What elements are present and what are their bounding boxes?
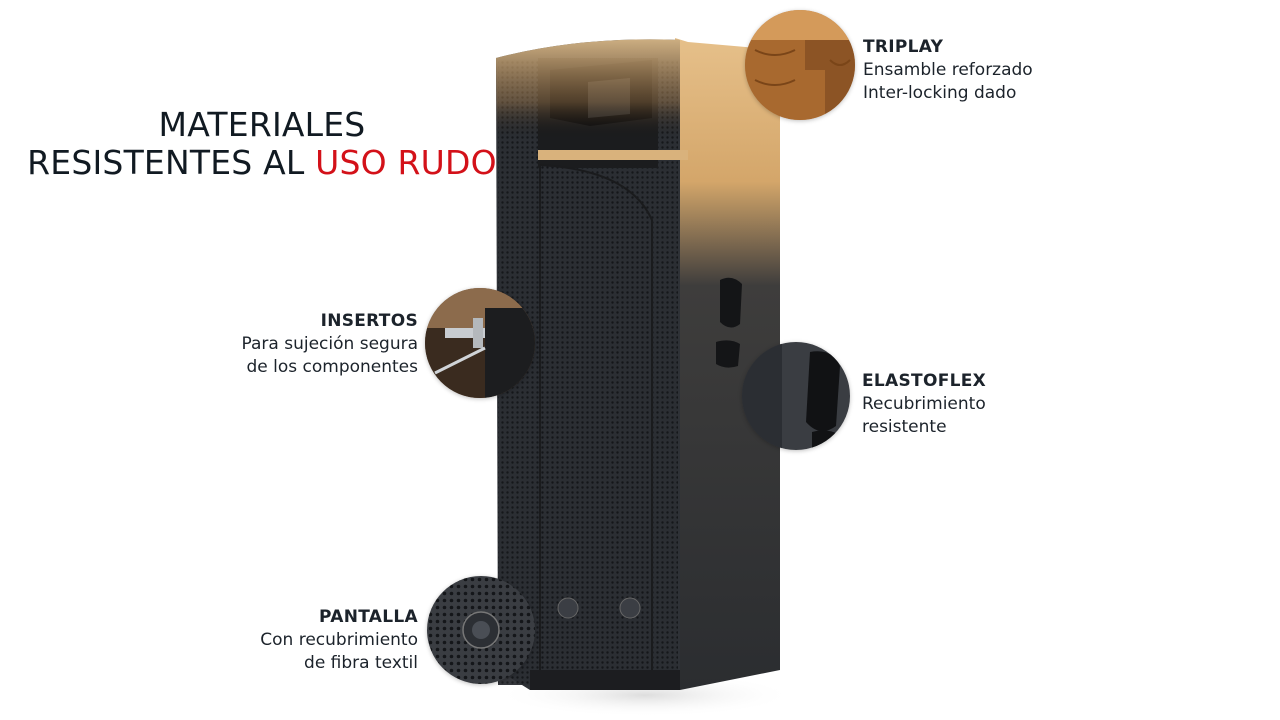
headline-line-2: RESISTENTES AL USO RUDO xyxy=(20,144,504,182)
callout-line: de fibra textil xyxy=(304,653,418,673)
elastoflex-detail-image xyxy=(742,342,850,450)
callout-line: Ensamble reforzado xyxy=(863,60,1033,80)
callout-line: Inter-locking dado xyxy=(863,83,1017,103)
callout-triplay: TRIPLAY Ensamble reforzado Inter-locking… xyxy=(863,36,1033,105)
wood-joint-icon xyxy=(745,10,855,120)
headline-accent: USO RUDO xyxy=(315,143,497,182)
callout-pantalla: PANTALLA Con recubrimiento de fibra text… xyxy=(200,606,418,675)
callout-line: resistente xyxy=(862,417,947,437)
callout-line: de los componentes xyxy=(246,357,418,377)
textured-coating-icon xyxy=(742,342,850,450)
callout-elastoflex: ELASTOFLEX Recubrimiento resistente xyxy=(862,370,986,439)
grille-mesh-icon xyxy=(427,576,535,684)
callout-title: TRIPLAY xyxy=(863,37,944,57)
headline-line-1: MATERIALES xyxy=(158,105,366,144)
callout-title: ELASTOFLEX xyxy=(862,371,987,391)
callout-line: Para sujeción segura xyxy=(241,334,418,354)
callout-title: PANTALLA xyxy=(319,607,418,627)
callout-line: Con recubrimiento xyxy=(260,630,418,650)
insert-bolt-icon xyxy=(425,288,535,398)
speaker-cabinet-image xyxy=(495,38,795,717)
callout-line: Recubrimiento xyxy=(862,394,986,414)
headline-prefix: RESISTENTES AL xyxy=(27,143,316,182)
triplay-detail-image xyxy=(745,10,855,120)
page-title: MATERIALES RESISTENTES AL USO RUDO xyxy=(20,106,504,182)
callout-title: INSERTOS xyxy=(320,311,418,331)
insertos-detail-image xyxy=(425,288,535,398)
pantalla-detail-image xyxy=(427,576,535,684)
callout-insertos: INSERTOS Para sujeción segura de los com… xyxy=(200,310,418,379)
